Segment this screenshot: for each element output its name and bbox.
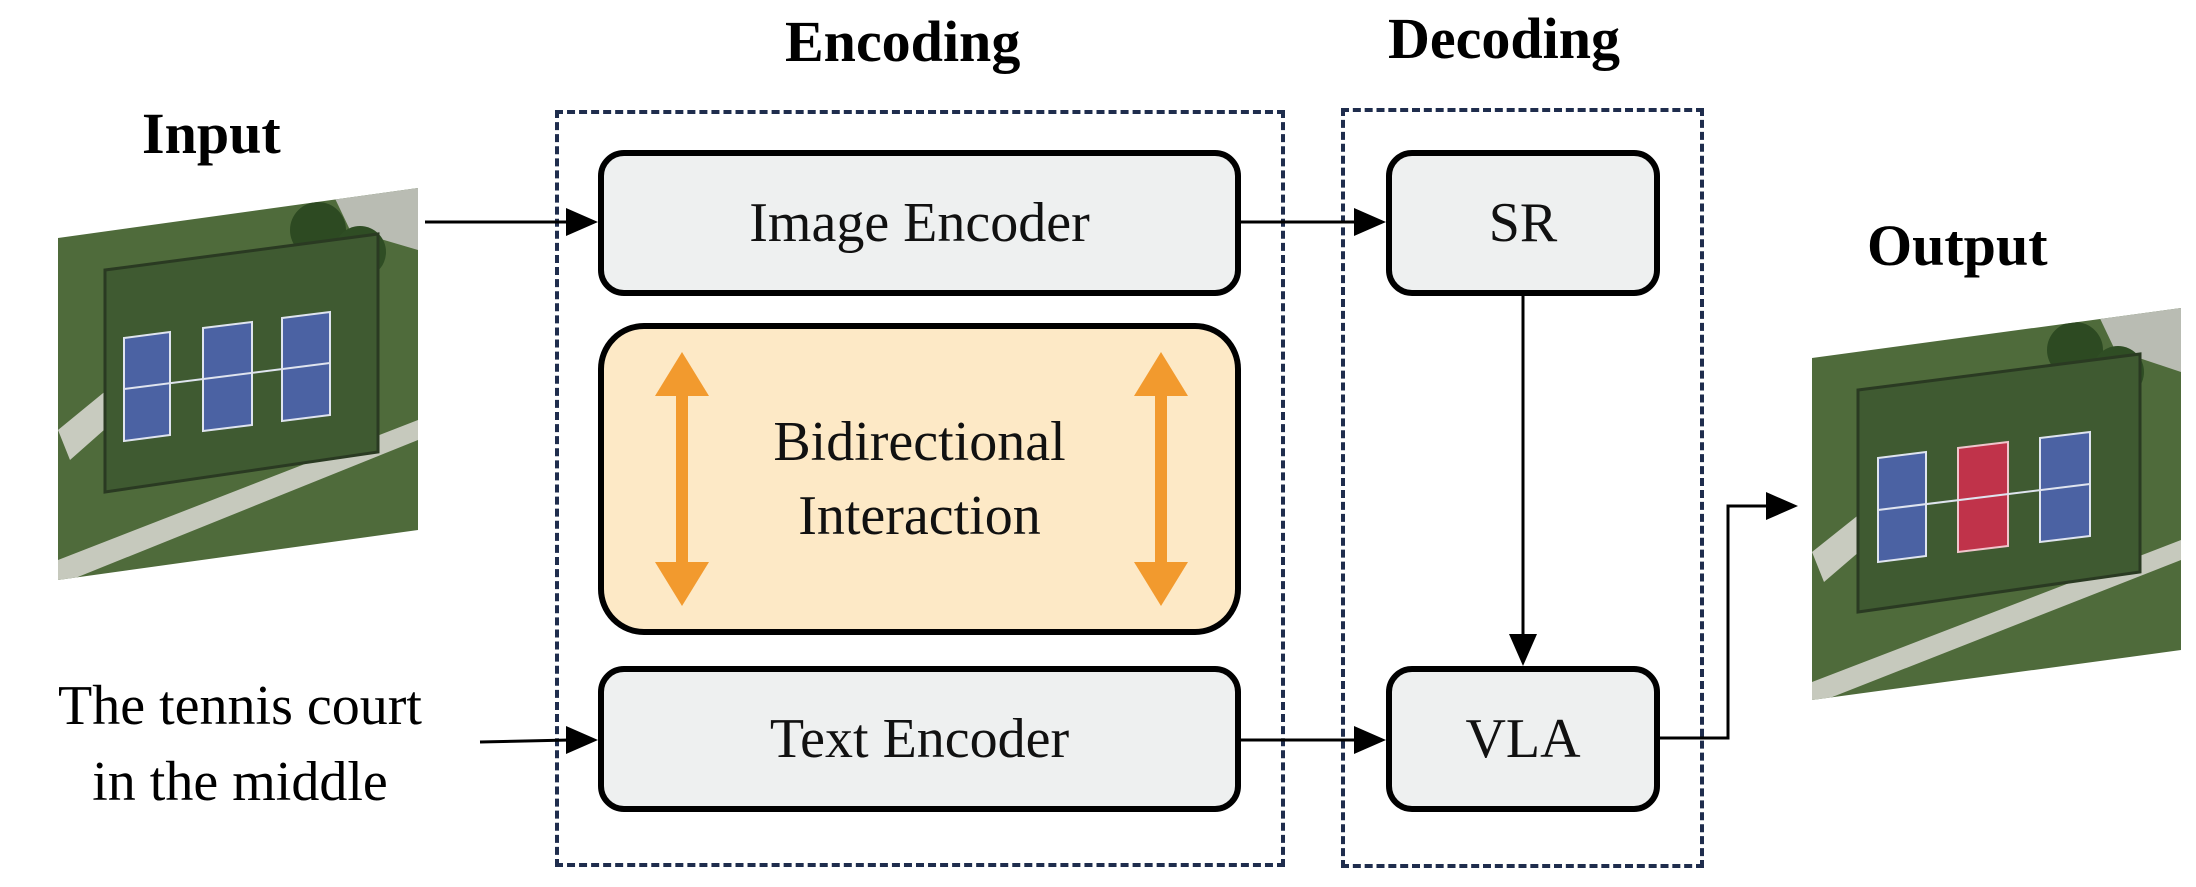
encoding-heading: Encoding <box>785 9 1021 74</box>
text-encoder-label: Text Encoder <box>769 708 1070 770</box>
bidirectional-label: Bidirectional <box>773 411 1066 473</box>
input-heading: Input <box>142 101 281 166</box>
decoding-heading: Decoding <box>1388 6 1620 71</box>
image-encoder-block: Image Encoder <box>598 150 1241 296</box>
output-heading: Output <box>1867 213 2048 278</box>
interaction-label: Interaction <box>798 485 1041 547</box>
query-text-line2: in the middle <box>92 751 388 813</box>
bidirectional-interaction-block: Bidirectional Interaction <box>598 323 1241 635</box>
encoding-group <box>555 110 1285 867</box>
query-text-line1: The tennis court <box>58 675 422 737</box>
vla-block: VLA <box>1386 666 1660 812</box>
query-text: The tennis court in the middle <box>20 668 460 820</box>
text-encoder-block: Text Encoder <box>598 666 1241 812</box>
vla-label: VLA <box>1465 708 1581 770</box>
sr-block: SR <box>1386 150 1660 296</box>
sr-label: SR <box>1488 192 1558 254</box>
decoding-group <box>1341 108 1704 868</box>
image-encoder-label: Image Encoder <box>749 192 1090 254</box>
